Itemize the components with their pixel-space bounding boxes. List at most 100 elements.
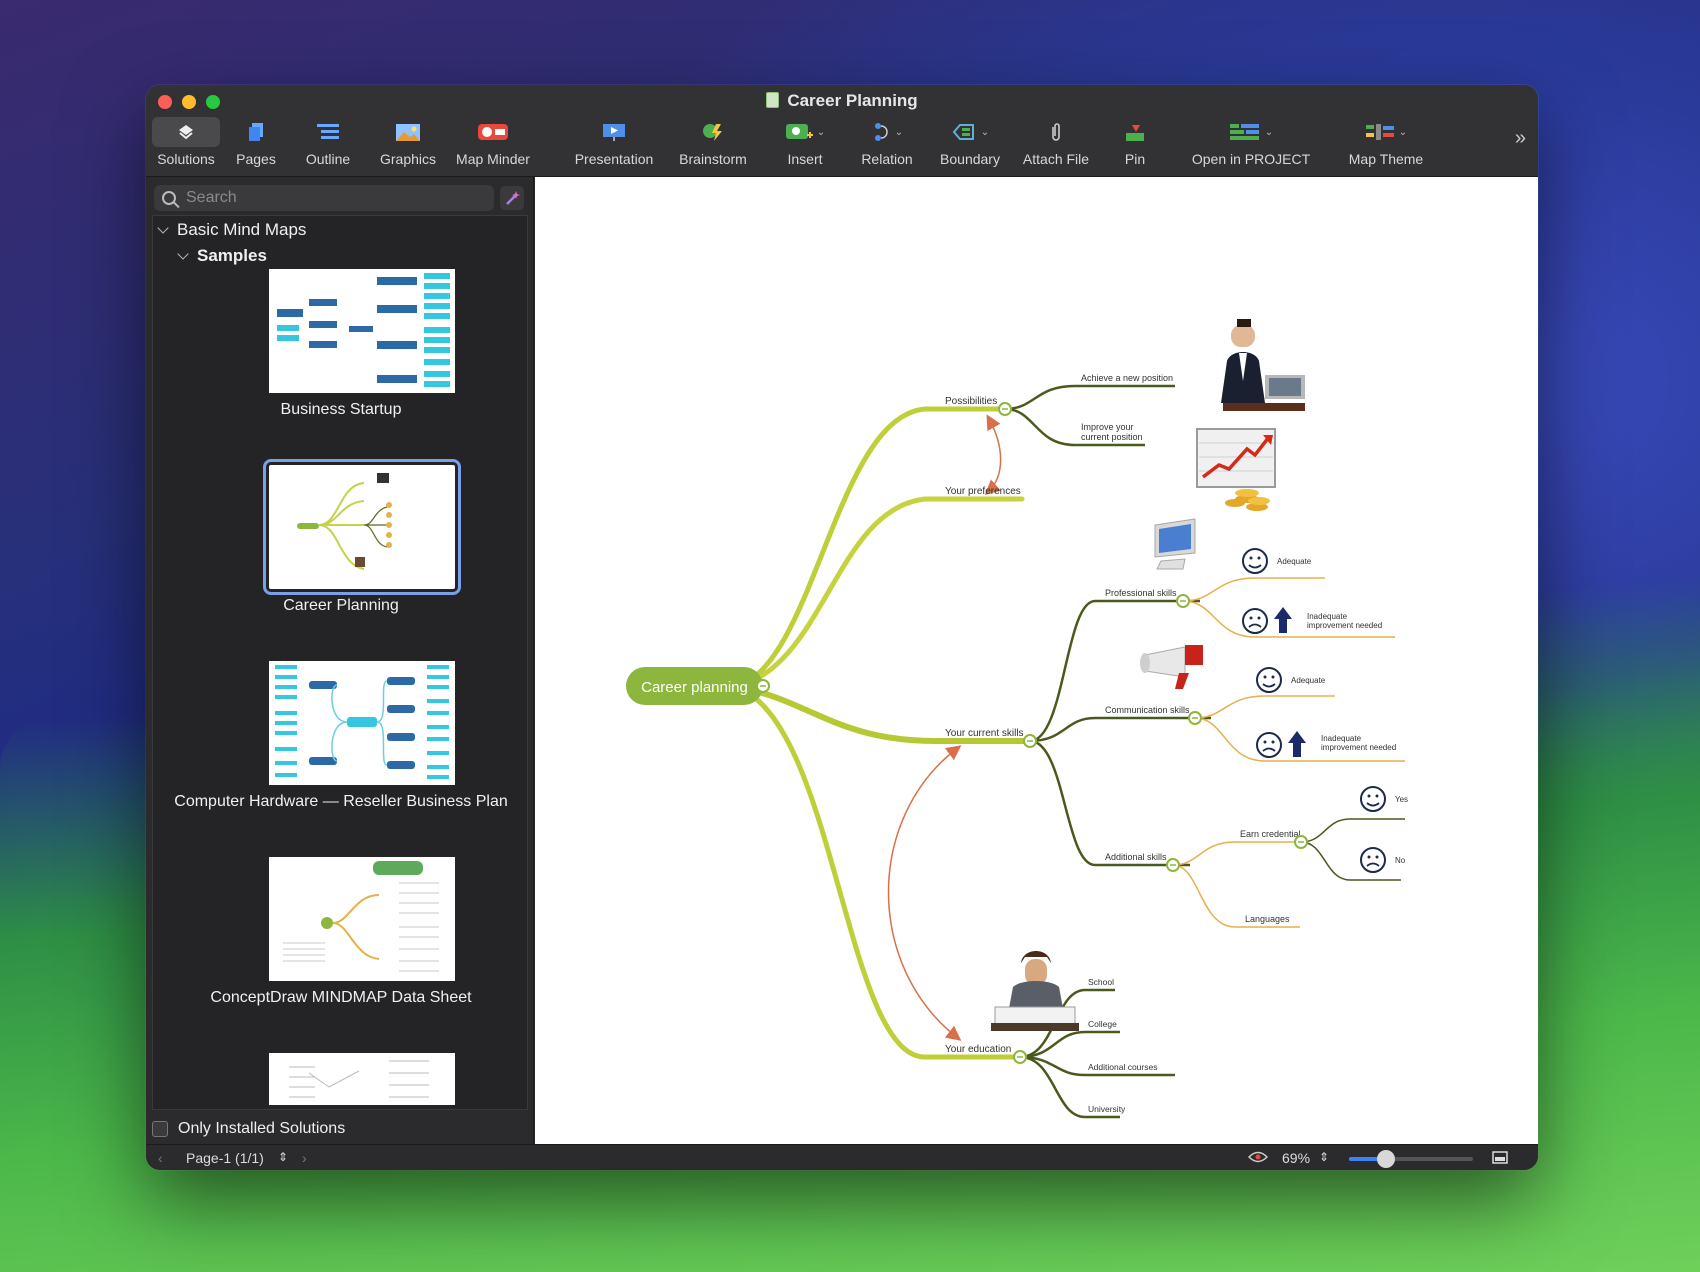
chevron-down-icon: [157, 222, 169, 234]
map-minder-button[interactable]: Map Minder: [450, 115, 536, 175]
thumbnail-label: Business Startup: [280, 401, 402, 418]
thumbnail-career-planning[interactable]: [263, 459, 461, 595]
node-additional-courses[interactable]: Additional courses: [1088, 1062, 1157, 1072]
node-school[interactable]: School: [1088, 977, 1114, 987]
relation-button[interactable]: ⌄ Relation: [854, 115, 920, 175]
page-indicator: Page-1 (1/1): [186, 1150, 264, 1166]
graphics-button[interactable]: Graphics: [372, 115, 444, 175]
fit-page-icon[interactable]: [1492, 1151, 1508, 1167]
node-adequate[interactable]: Adequate: [1277, 557, 1312, 566]
window-title: Career Planning: [146, 91, 1538, 111]
branch-possibilities[interactable]: [732, 406, 1008, 690]
prev-page-icon[interactable]: ‹: [158, 1150, 163, 1166]
node-university[interactable]: University: [1088, 1104, 1126, 1114]
attach-file-button[interactable]: Attach File: [1018, 115, 1094, 175]
close-button[interactable]: [158, 95, 172, 109]
happy-face-icon: [1256, 667, 1282, 693]
insert-button[interactable]: ⌄ Insert: [774, 115, 836, 175]
zoom-slider[interactable]: [1349, 1150, 1473, 1168]
open-in-project-button[interactable]: ⌄ Open in PROJECT: [1186, 115, 1316, 175]
happy-face-icon: [1242, 548, 1268, 574]
node-adequate[interactable]: Adequate: [1291, 676, 1326, 685]
map-minder-icon: [477, 117, 509, 147]
happy-face-icon: [1360, 786, 1386, 812]
node-achieve-new-position[interactable]: Achieve a new position: [1081, 373, 1173, 383]
node-languages[interactable]: Languages: [1245, 914, 1290, 924]
thumbnail-computer-hardware[interactable]: [269, 661, 455, 785]
branch-preferences[interactable]: [732, 496, 1025, 690]
node-college[interactable]: College: [1088, 1019, 1117, 1029]
search-icon: [162, 191, 176, 205]
toolbar-overflow-icon[interactable]: »: [1514, 127, 1526, 149]
next-page-icon[interactable]: ›: [302, 1150, 307, 1166]
minimize-button[interactable]: [182, 95, 196, 109]
outline-button[interactable]: Outline: [296, 115, 360, 175]
thumbnail-data-sheet[interactable]: [269, 857, 455, 981]
brainstorm-icon: [701, 117, 725, 147]
node-yes[interactable]: Yes: [1395, 795, 1408, 804]
node-improve-line1[interactable]: Improve your: [1081, 422, 1134, 432]
node-inadequate-line1[interactable]: Inadequate: [1307, 612, 1348, 621]
pin-button[interactable]: Pin: [1110, 115, 1160, 175]
zoom-stepper-icon[interactable]: ⇕: [1319, 1150, 1330, 1164]
project-icon: ⌄: [1229, 117, 1273, 147]
node-preferences[interactable]: Your preferences: [945, 486, 1021, 497]
sad-face-icon: [1242, 608, 1268, 634]
node-education[interactable]: Your education: [945, 1044, 1011, 1055]
node-additional-skills[interactable]: Additional skills: [1105, 852, 1167, 862]
pages-button[interactable]: Pages: [226, 115, 286, 175]
zoom-level: 69%: [1282, 1150, 1311, 1166]
node-no[interactable]: No: [1395, 856, 1406, 865]
mindmap-canvas[interactable]: Career planning Possibilities Achieve a …: [535, 177, 1538, 1144]
solutions-icon: [152, 117, 220, 147]
node-professional-skills[interactable]: Professional skills: [1105, 588, 1177, 598]
insert-icon: ⌄: [785, 117, 825, 147]
boundary-icon: ⌄: [951, 117, 989, 147]
document-icon: [766, 92, 780, 108]
status-bar: ‹ Page-1 (1/1) ⇕ › 69% ⇕: [146, 1144, 1538, 1170]
solutions-button[interactable]: Solutions: [152, 115, 220, 175]
node-inadequate-line1[interactable]: Inadequate: [1321, 734, 1362, 743]
sad-face-icon: [1360, 847, 1386, 873]
relation-arrow[interactable]: [887, 745, 962, 1041]
node-inadequate-line2[interactable]: improvement needed: [1321, 743, 1396, 752]
group-label: Basic Mind Maps: [177, 220, 307, 239]
root-label: Career planning: [641, 679, 748, 696]
relation-arrow[interactable]: [984, 414, 1002, 495]
pin-icon: [1124, 117, 1146, 147]
zoom-slider-knob[interactable]: [1377, 1150, 1396, 1168]
map-theme-button[interactable]: ⌄ Map Theme: [1340, 115, 1432, 175]
branch-education[interactable]: [732, 684, 1023, 1060]
eye-icon[interactable]: [1247, 1150, 1269, 1167]
node-current-skills[interactable]: Your current skills: [945, 728, 1024, 739]
pages-icon: [247, 117, 265, 147]
mindmap-diagram[interactable]: Career planning Possibilities Achieve a …: [535, 177, 1538, 1144]
group-basic-mind-maps[interactable]: Basic Mind Maps: [157, 220, 307, 240]
root-node[interactable]: Career planning: [626, 667, 770, 705]
subgroup-samples[interactable]: Samples: [177, 246, 267, 266]
search-input[interactable]: [186, 189, 466, 207]
magic-wand-icon[interactable]: [500, 186, 524, 210]
relation-dropdown-icon: ⌄: [894, 126, 904, 138]
node-possibilities[interactable]: Possibilities: [945, 396, 997, 407]
app-window: Career Planning Solutions Pages Outline …: [146, 85, 1538, 1170]
boundary-button[interactable]: ⌄ Boundary: [936, 115, 1004, 175]
map-theme-dropdown-icon: ⌄: [1398, 126, 1408, 138]
map-theme-icon: ⌄: [1365, 117, 1407, 147]
only-installed-checkbox[interactable]: [152, 1121, 168, 1137]
window-controls: [158, 95, 220, 109]
brainstorm-button[interactable]: Brainstorm: [672, 115, 754, 175]
node-communication-skills[interactable]: Communication skills: [1105, 705, 1190, 715]
thumbnail-partial[interactable]: [269, 1053, 455, 1105]
partial-preview: [289, 1060, 429, 1098]
node-inadequate-line2[interactable]: improvement needed: [1307, 621, 1382, 630]
maximize-button[interactable]: [206, 95, 220, 109]
page-stepper-icon[interactable]: ⇕: [278, 1150, 289, 1164]
search-field[interactable]: [154, 185, 494, 211]
node-earn-credential[interactable]: Earn credential: [1240, 829, 1301, 839]
thumbnail-business-startup[interactable]: [269, 269, 455, 393]
node-improve-line2[interactable]: current position: [1081, 432, 1143, 442]
only-installed-toggle[interactable]: Only Installed Solutions: [152, 1120, 345, 1138]
presentation-button[interactable]: Presentation: [566, 115, 662, 175]
insert-label: Insert: [787, 151, 823, 167]
